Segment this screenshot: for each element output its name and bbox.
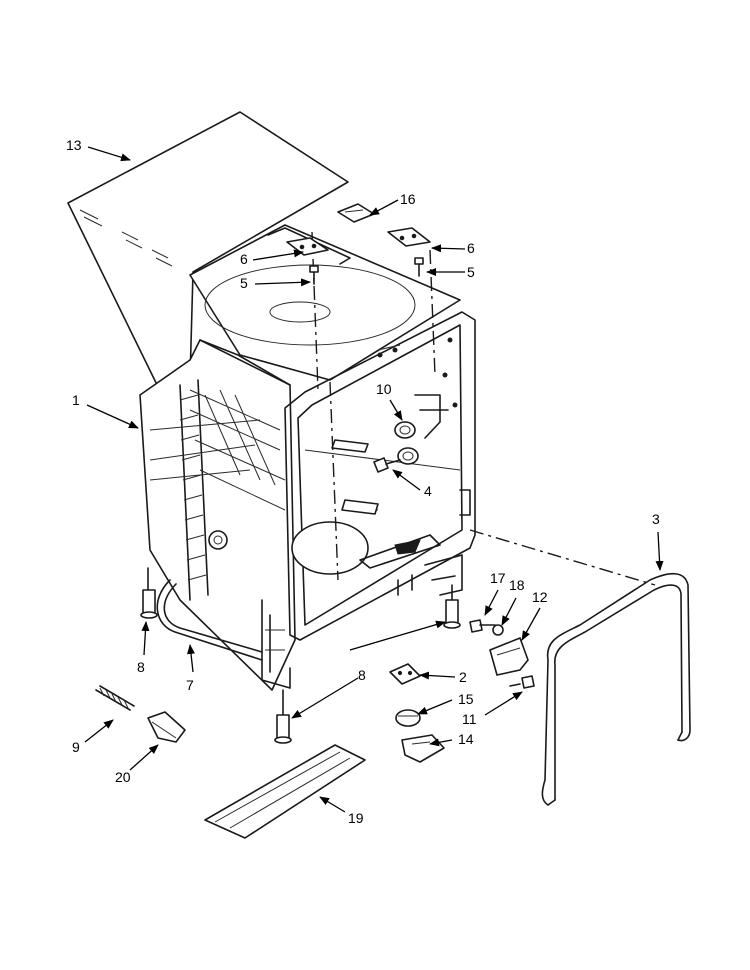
tub-assembly [139,224,476,691]
bracket-16 [337,203,375,223]
callout-7: 7 [186,677,194,693]
callout-5b: 5 [467,264,475,280]
callout-2: 2 [459,669,467,685]
pad-20 [147,711,186,743]
spring-9 [95,685,135,711]
callout-10: 10 [376,381,392,397]
callout-6b: 6 [467,240,475,256]
callout-3: 3 [652,511,660,527]
callout-4: 4 [424,483,432,499]
leveling-leg-left [140,567,158,619]
mount-bracket-right [387,227,431,277]
callout-6a: 6 [240,251,248,267]
callout-1: 1 [72,392,80,408]
rack-roller [394,394,449,465]
door-latch-bracket [395,709,445,763]
callout-16: 16 [400,191,416,207]
callout-8b: 8 [358,667,366,683]
leveling-leg-front [274,689,292,744]
callout-8a: 8 [137,659,145,675]
hinge-hardware [469,619,529,676]
callout-15: 15 [458,691,474,707]
callout-12: 12 [532,589,548,605]
callout-14: 14 [458,731,474,747]
toe-panel-plate [204,744,366,839]
hose-loop [156,579,263,661]
screw-4 [373,457,401,473]
clip-2 [389,663,421,685]
callout-18: 18 [509,577,525,593]
callout-5a: 5 [240,275,248,291]
leader-lines [84,146,664,813]
callout-17: 17 [490,570,506,586]
callout-labels: 13 16 6 5 6 5 1 10 4 3 17 18 12 8 8 2 7 … [66,137,660,826]
callout-13: 13 [66,137,82,153]
callout-11: 11 [462,711,477,727]
door-gasket [541,572,691,806]
callout-19: 19 [348,810,364,826]
screw-11 [509,675,535,689]
callout-20: 20 [115,769,131,785]
callout-9: 9 [72,739,80,755]
